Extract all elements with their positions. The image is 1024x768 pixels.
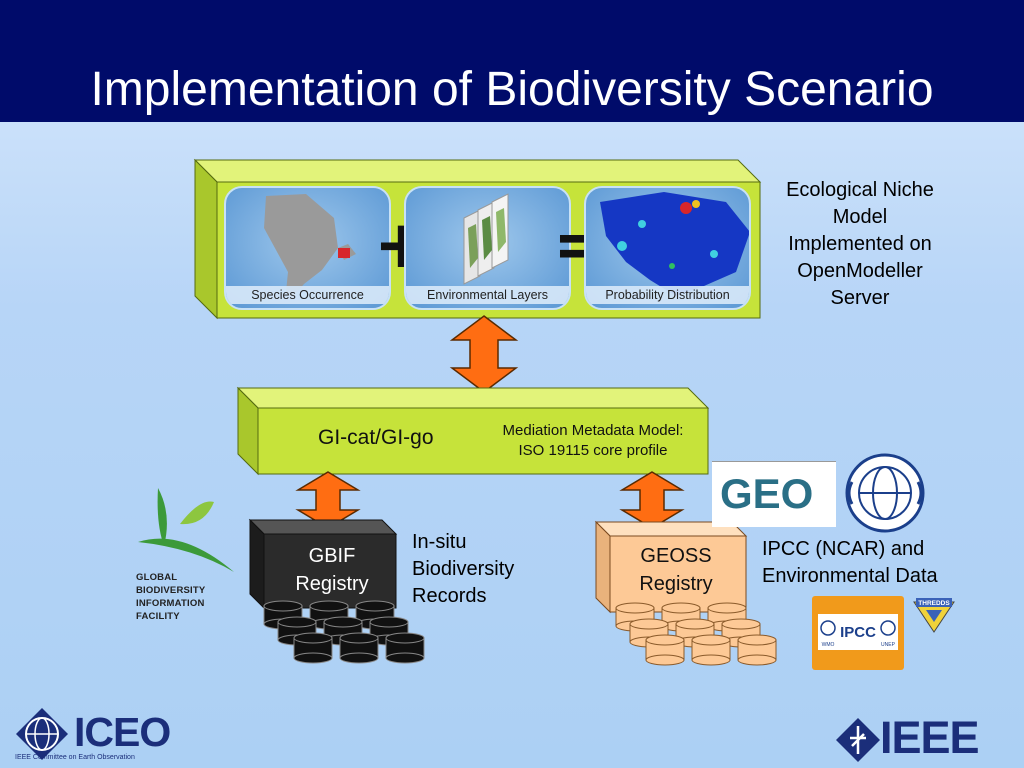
geoss-database-cylinders (615, 602, 777, 666)
probability-distribution-panel: Probability Distribution (584, 186, 751, 310)
unep-logo-text: UNEP (881, 642, 896, 648)
gbif-registry-box (248, 518, 398, 610)
ipcc-logo-text: IPCC (840, 624, 876, 641)
ipcc-logo: IPCC WMO UNEP (812, 596, 904, 670)
geo-wmo-logo-area (712, 461, 836, 527)
gbif-leaf-logo (138, 488, 234, 572)
geoss-caption: IPCC (NCAR) and Environmental Data (762, 538, 938, 587)
wmo-globe-logo (845, 453, 925, 533)
arrow-mediation-geoss (619, 471, 685, 529)
geo-logo: GEO (720, 470, 813, 517)
mediation-model-text: Mediation Metadata Model: ISO 19115 core… (502, 422, 684, 459)
title-bar (0, 0, 1024, 122)
niche-caption: Ecological Niche Model Implemented on Op… (786, 179, 934, 309)
geoss-registry-box (594, 520, 748, 614)
wmo-logo-text: WMO (822, 642, 835, 648)
iceo-globe-logo (16, 708, 68, 760)
thredds-logo-text: THREDDS (918, 600, 950, 607)
gbif-registry-label: GBIF Registry (295, 545, 369, 595)
probability-distribution-label: Probability Distribution (586, 286, 749, 304)
south-america-map-icon (264, 194, 356, 298)
gbif-database-cylinders (263, 600, 425, 664)
iceo-logo-text: ICEO (74, 709, 171, 755)
ieee-diamond-logo (836, 718, 880, 762)
gi-cat-label: GI-cat/GI-go (318, 426, 434, 449)
arrow-niche-mediation (449, 315, 519, 393)
species-occurrence-label: Species Occurrence (226, 286, 389, 304)
ieee-logo-text: IEEE (880, 712, 980, 763)
layer-stack-icon (463, 193, 509, 285)
gbif-caption: In-situ Biodiversity Records (412, 531, 515, 607)
geoss-registry-label: GEOSS Registry (639, 545, 713, 595)
environmental-layers-panel: Environmental Layers (404, 186, 571, 310)
mediation-block (236, 386, 710, 476)
environmental-layers-label: Environmental Layers (406, 286, 569, 304)
iceo-subtitle: IEEE Committee on Earth Observation (15, 754, 135, 761)
probability-map-icon (600, 192, 749, 296)
species-occurrence-panel: Species Occurrence (224, 186, 391, 310)
thredds-logo: THREDDS (913, 598, 955, 633)
geo-logo-text: GEO (720, 470, 813, 517)
slide-title: Implementation of Biodiversity Scenario (90, 63, 934, 116)
gbif-logo-text: GLOBAL BIODIVERSITY INFORMATION FACILITY (136, 572, 206, 622)
